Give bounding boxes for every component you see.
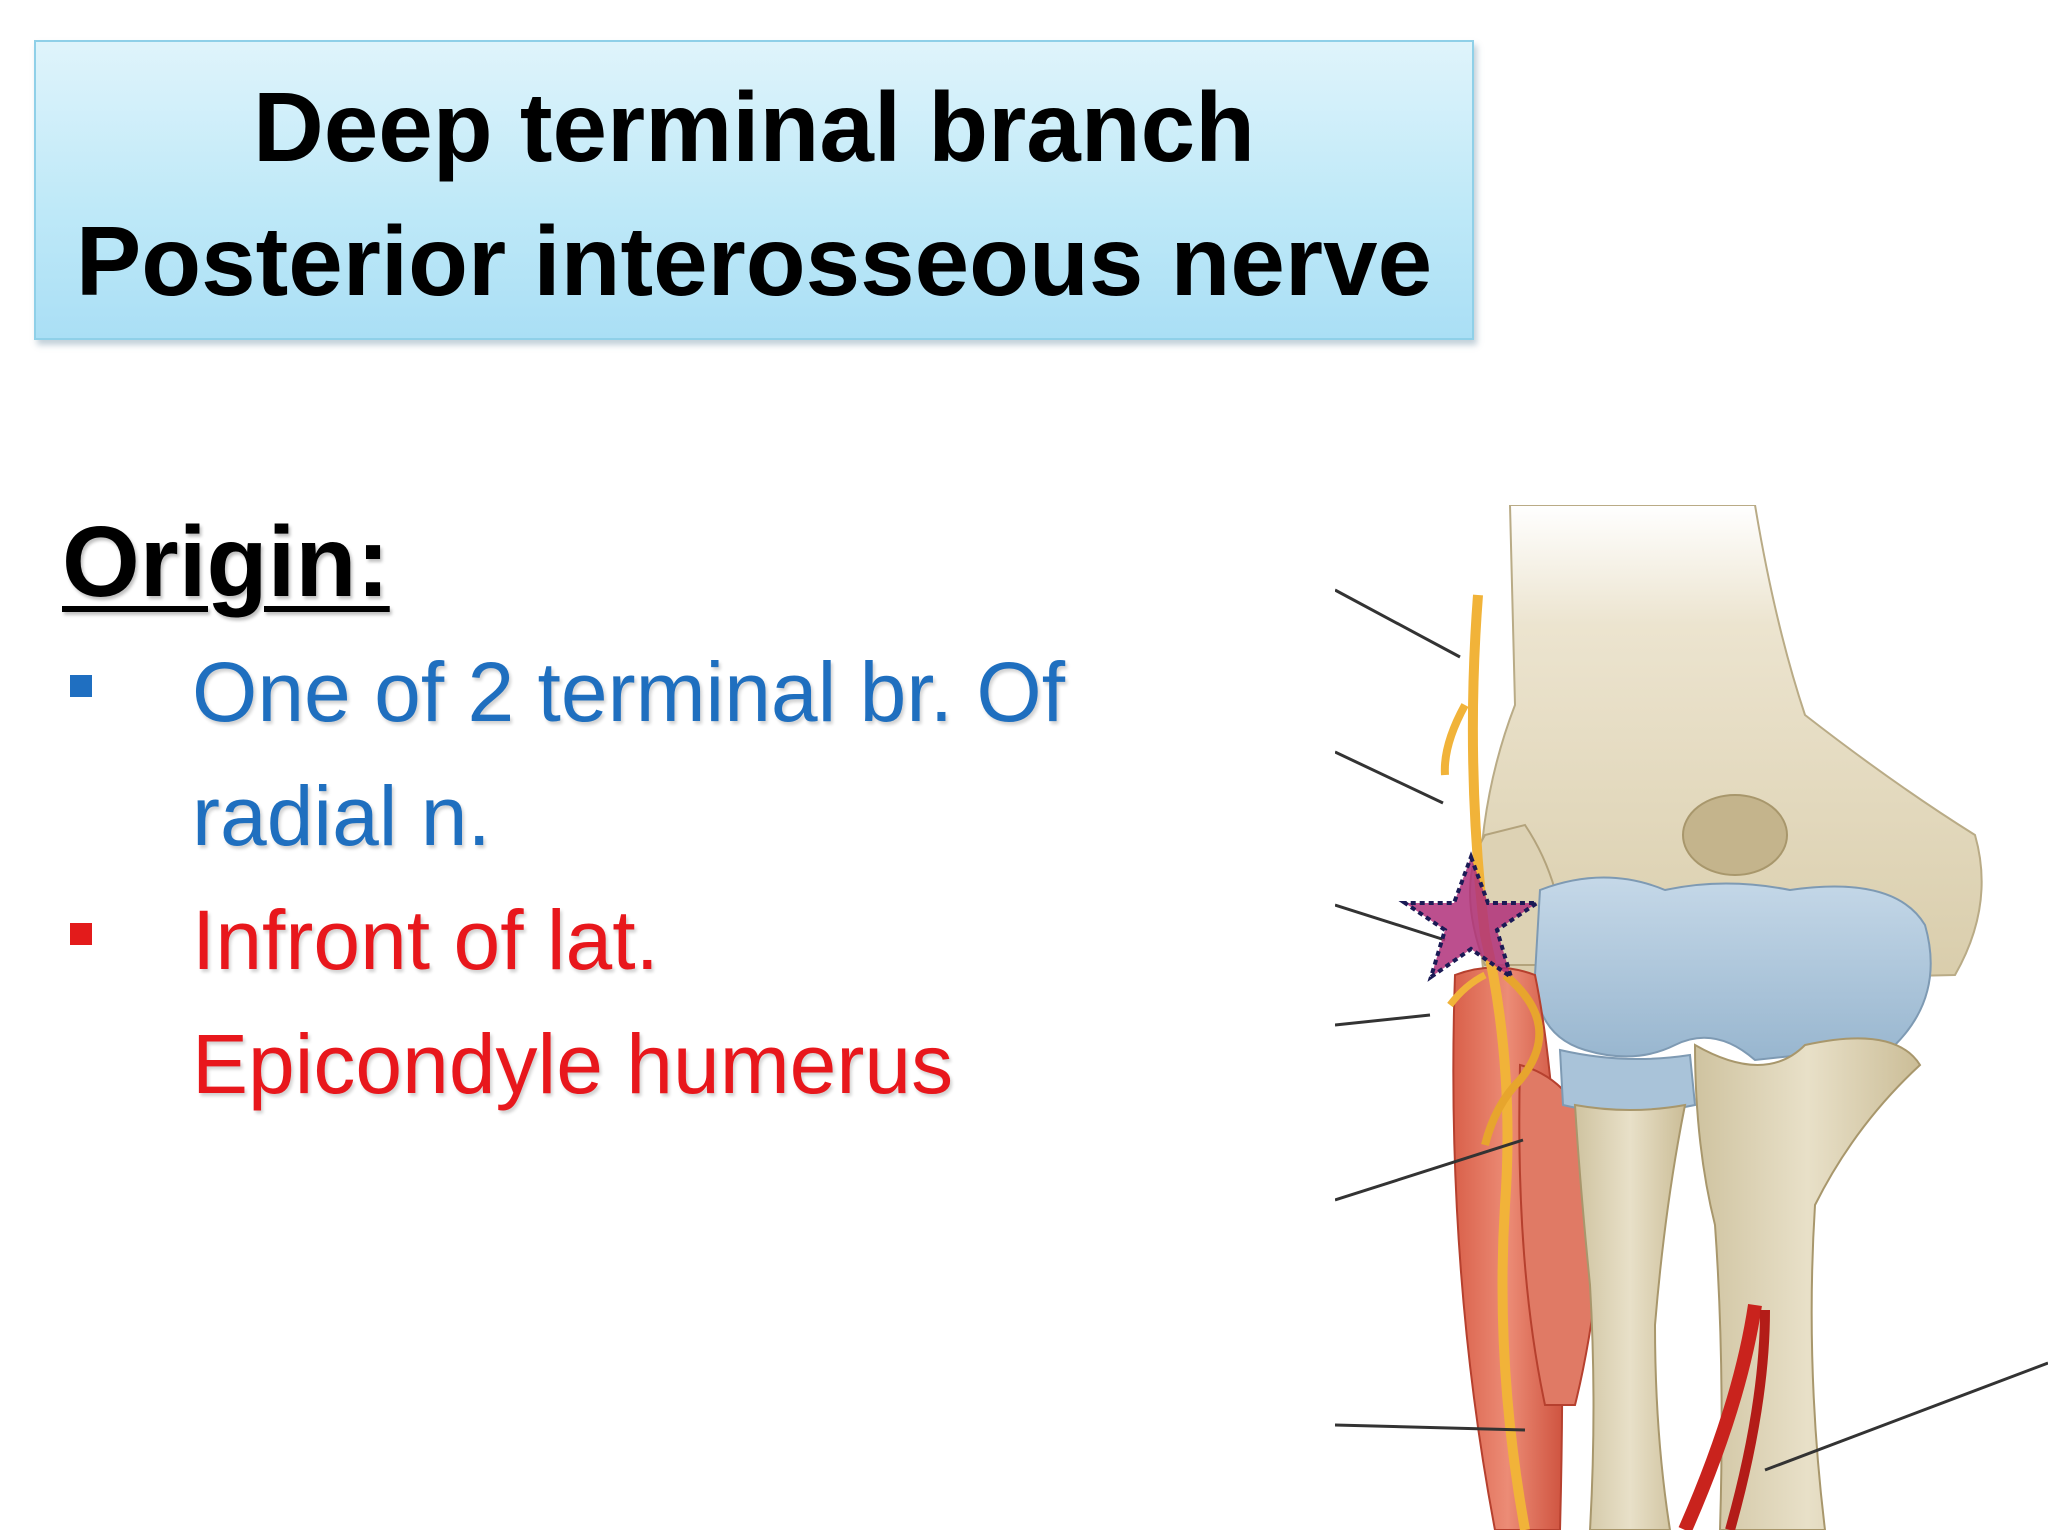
leader-line [1334, 1423, 1526, 1432]
square-bullet-icon [70, 923, 92, 945]
ulnar-artery [1725, 1309, 1770, 1532]
annular-ligament [1558, 1048, 1697, 1114]
leader-line [1334, 1013, 1431, 1027]
radius-bone [1573, 1103, 1687, 1531]
leader-line [1334, 1138, 1524, 1202]
leader-line [1334, 903, 1446, 942]
elbow-illustration [1334, 504, 2048, 1533]
bullet-line: One of 2 terminal br. Of [192, 645, 1066, 739]
nerve-twig [1447, 971, 1487, 1008]
star-icon [1398, 851, 1544, 982]
title-line-1: Deep terminal branch [252, 72, 1256, 182]
humerus-fossa [1682, 794, 1788, 876]
bullet-line: radial n. [192, 769, 491, 863]
ulna-bone [1693, 1037, 1922, 1531]
articular-cartilage [1533, 876, 1932, 1062]
superficial-branch [1440, 703, 1469, 776]
leader-line [1334, 588, 1461, 659]
leader-line [1334, 750, 1444, 805]
bullet-line: Epicondyle humerus [192, 1017, 954, 1111]
origin-heading: Origin: [62, 506, 390, 618]
radial-nerve [1467, 594, 1530, 1531]
leader-line [1764, 1361, 2048, 1472]
title-line-2: Posterior interosseous nerve [75, 206, 1433, 316]
radial-artery [1678, 1303, 1762, 1533]
bullet-line: Infront of lat. [192, 893, 659, 987]
bullet-text: One of 2 terminal br. Of radial n. [192, 630, 1342, 878]
deep-branch [1481, 971, 1544, 1146]
square-bullet-icon [70, 675, 92, 697]
bullet-text: Infront of lat. Epicondyle humerus [192, 878, 1342, 1126]
title-box: Deep terminal branch Posterior interosse… [34, 40, 1474, 340]
elbow-anatomy-figure [1334, 504, 2048, 1533]
